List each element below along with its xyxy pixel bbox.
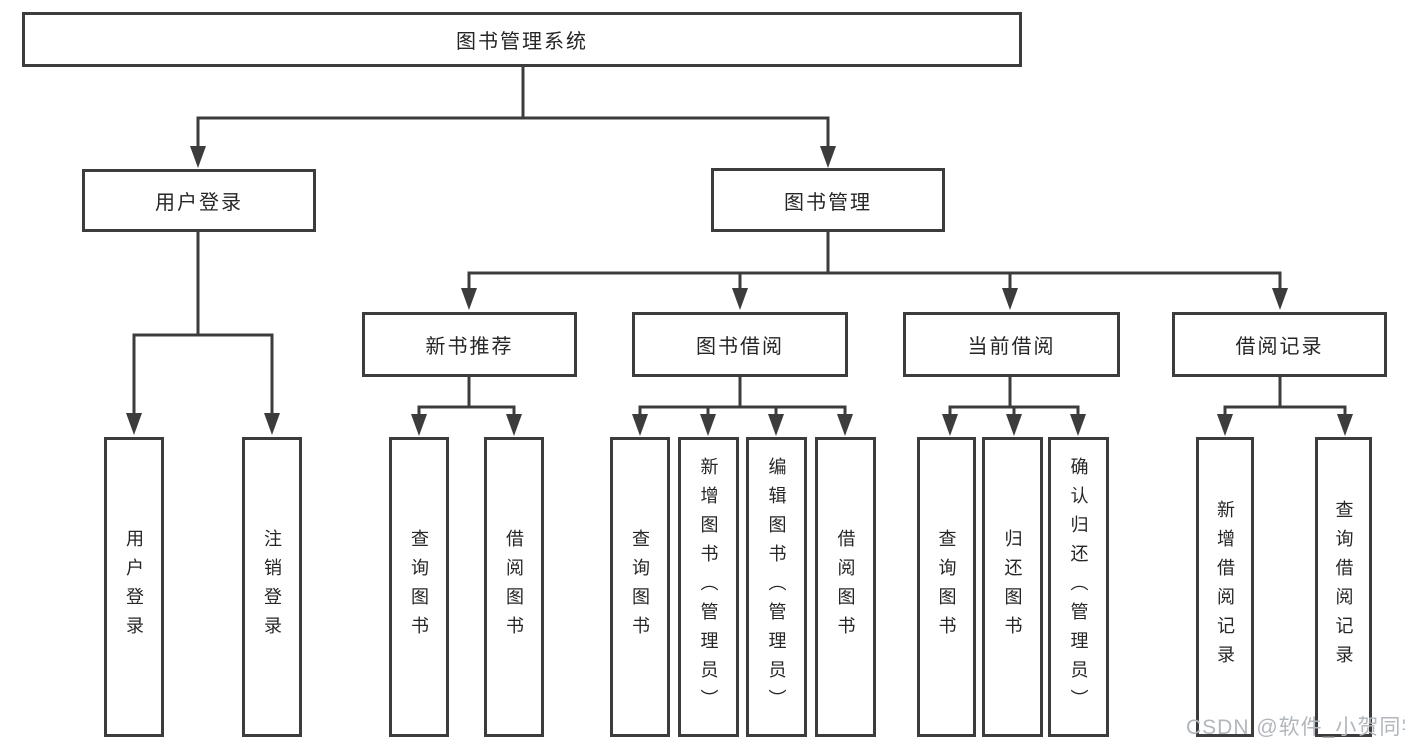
node-user-login-label: 用户登录 — [155, 192, 243, 214]
node-new-book-recommend: 新书推荐 — [362, 312, 577, 377]
leaf-records-query-record-label: 查询借阅记录 — [1333, 500, 1354, 674]
node-book-borrow-label: 图书借阅 — [696, 336, 784, 358]
node-borrow-records: 借阅记录 — [1172, 312, 1387, 377]
leaf-borrow-edit-books-admin-label: 编辑图书（管理员） — [766, 456, 787, 718]
leaf-borrow-borrow-books: 借阅图书 — [815, 437, 876, 737]
leaf-user-login: 用户登录 — [104, 437, 164, 737]
node-new-book-recommend-label: 新书推荐 — [425, 336, 514, 358]
arrowheads — [126, 146, 1353, 436]
leaf-recommend-query-books: 查询图书 — [389, 437, 449, 737]
leaf-borrow-edit-books-admin: 编辑图书（管理员） — [746, 437, 807, 737]
leaf-recommend-borrow-books: 借阅图书 — [484, 437, 544, 737]
node-borrow-records-label: 借阅记录 — [1235, 336, 1324, 358]
leaf-current-query-books: 查询图书 — [917, 437, 976, 737]
leaf-current-query-books-label: 查询图书 — [936, 529, 957, 645]
node-book-borrow: 图书借阅 — [632, 312, 848, 377]
leaf-borrow-query-books: 查询图书 — [610, 437, 670, 737]
leaf-borrow-add-books-admin-label: 新增图书（管理员） — [698, 456, 719, 718]
leaf-current-confirm-return-admin-label: 确认归还（管理员） — [1068, 456, 1089, 718]
leaf-user-login-label: 用户登录 — [124, 529, 144, 645]
leaf-borrow-query-books-label: 查询图书 — [630, 529, 650, 645]
leaf-records-add-record: 新增借阅记录 — [1196, 437, 1254, 737]
leaf-logout-label: 注销登录 — [262, 529, 282, 645]
node-current-borrow: 当前借阅 — [903, 312, 1120, 377]
leaf-borrow-borrow-books-label: 借阅图书 — [835, 529, 856, 645]
node-library-management-system-label: 图书管理系统 — [456, 31, 588, 53]
leaf-records-add-record-label: 新增借阅记录 — [1215, 500, 1235, 674]
node-book-management: 图书管理 — [711, 168, 945, 232]
node-current-borrow-label: 当前借阅 — [967, 336, 1056, 358]
node-library-management-system: 图书管理系统 — [22, 12, 1022, 67]
leaf-current-confirm-return-admin: 确认归还（管理员） — [1048, 437, 1109, 737]
leaf-current-return-books-label: 归还图书 — [1002, 529, 1023, 645]
leaf-logout: 注销登录 — [242, 437, 302, 737]
node-book-management-label: 图书管理 — [784, 191, 872, 214]
leaf-borrow-add-books-admin: 新增图书（管理员） — [678, 437, 739, 737]
node-user-login: 用户登录 — [82, 169, 316, 232]
leaf-recommend-query-books-label: 查询图书 — [409, 529, 429, 645]
leaf-recommend-borrow-books-label: 借阅图书 — [504, 529, 524, 645]
csdn-watermark: CSDN @软件_小贺同学 — [1186, 716, 1405, 739]
leaf-current-return-books: 归还图书 — [982, 437, 1043, 737]
leaf-records-query-record: 查询借阅记录 — [1315, 437, 1372, 737]
